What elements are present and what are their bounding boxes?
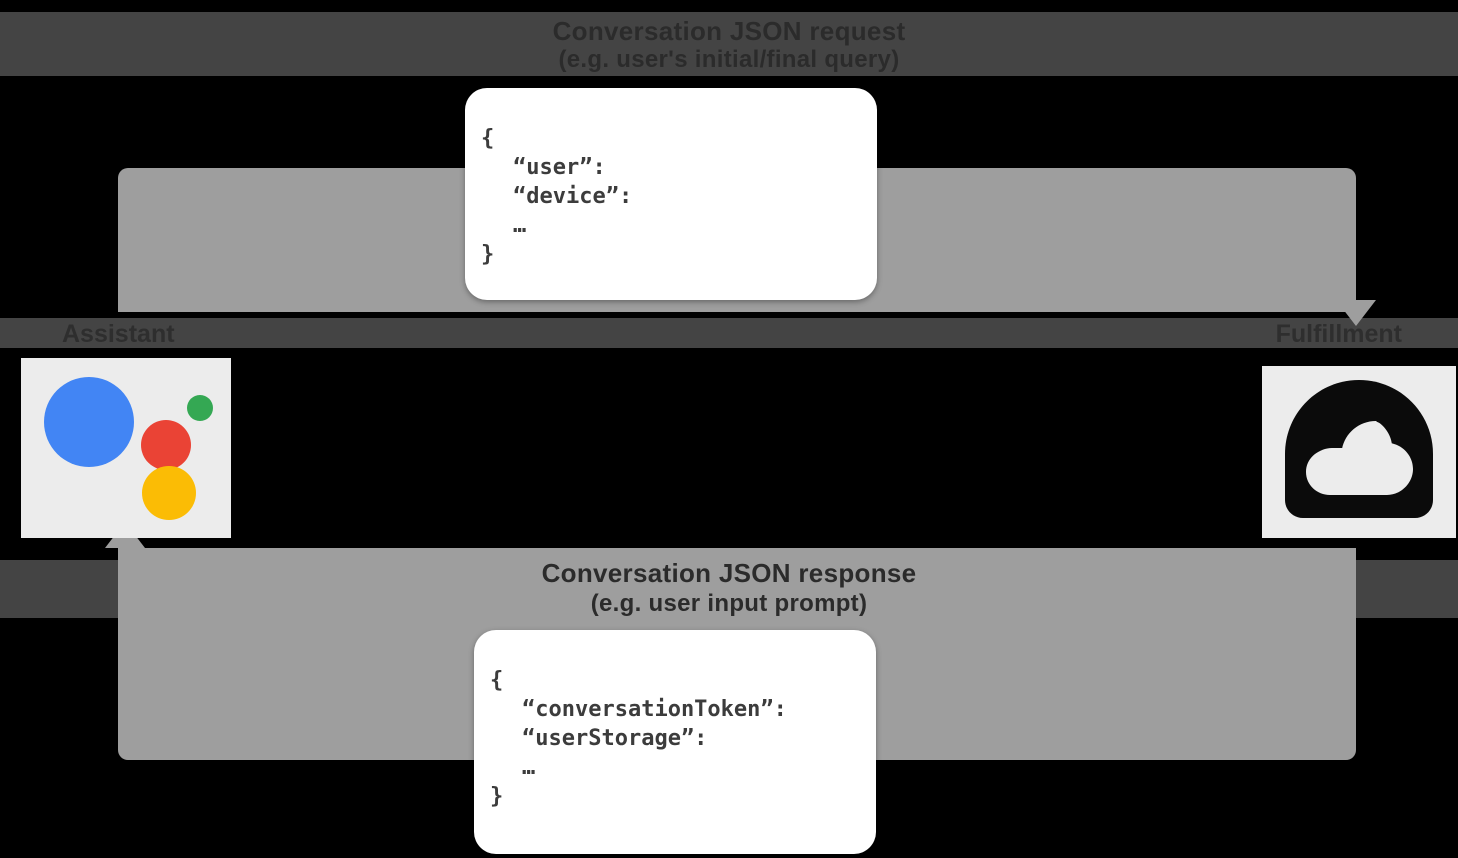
google-assistant-icon xyxy=(44,377,213,520)
json-line: … xyxy=(513,213,529,238)
endpoint-label-band xyxy=(0,318,1458,348)
request-title: Conversation JSON request xyxy=(552,16,906,46)
assistant-label: Assistant xyxy=(62,320,175,348)
request-subtitle: (e.g. user's initial/final query) xyxy=(558,46,900,73)
fulfillment-icon-tile xyxy=(1262,366,1456,538)
response-subtitle: (e.g. user input prompt) xyxy=(590,590,868,617)
request-flow-arrowhead xyxy=(1336,300,1376,326)
response-title: Conversation JSON response xyxy=(541,558,917,588)
request-json-card: { “user”: “device”: … } xyxy=(465,88,877,300)
json-line: } xyxy=(490,784,504,809)
fulfillment-label: Fulfillment xyxy=(1275,320,1402,348)
request-label-band xyxy=(0,12,1458,76)
json-line: … xyxy=(522,755,538,780)
response-json-card: { “conversationToken”: “userStorage”: … … xyxy=(474,630,876,854)
json-line: “conversationToken”: xyxy=(522,697,787,722)
cloud-icon xyxy=(1285,380,1433,518)
assistant-icon-tile xyxy=(21,358,231,538)
json-line: { xyxy=(481,126,495,151)
json-line: } xyxy=(481,242,495,267)
json-line: “device”: xyxy=(513,184,633,209)
json-line: “userStorage”: xyxy=(522,726,708,751)
json-line: { xyxy=(490,668,504,693)
json-line: “user”: xyxy=(513,155,606,180)
